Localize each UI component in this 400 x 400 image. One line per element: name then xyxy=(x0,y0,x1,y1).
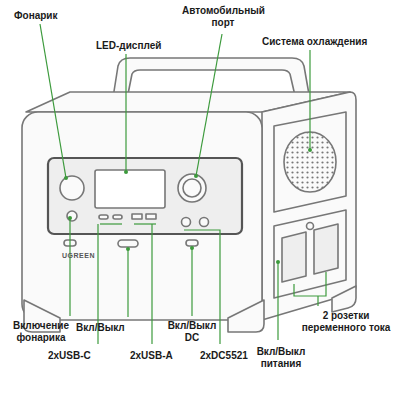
callout-label: Автомобильный порт xyxy=(182,5,264,28)
callout-label: LED-дисплей xyxy=(96,40,161,52)
callout-label: Система охлаждения xyxy=(262,36,367,48)
callout-label: Вкл/Выкл питания xyxy=(250,346,312,369)
callout-label: Вкл/Выкл DC xyxy=(166,320,218,343)
callout-label: 2 розетки переменного тока xyxy=(296,310,396,333)
callout-label: 2xDC5521 xyxy=(200,350,248,362)
callout-label: Фонарик xyxy=(14,10,58,22)
callout-label: 2xUSB-A xyxy=(130,350,173,362)
brand-mark: UGREEN xyxy=(62,252,95,260)
callout-label: Включение фонарика xyxy=(4,320,78,343)
callout-label: 2xUSB-C xyxy=(48,350,91,362)
callout-label: Вкл/Выкл xyxy=(76,322,125,334)
